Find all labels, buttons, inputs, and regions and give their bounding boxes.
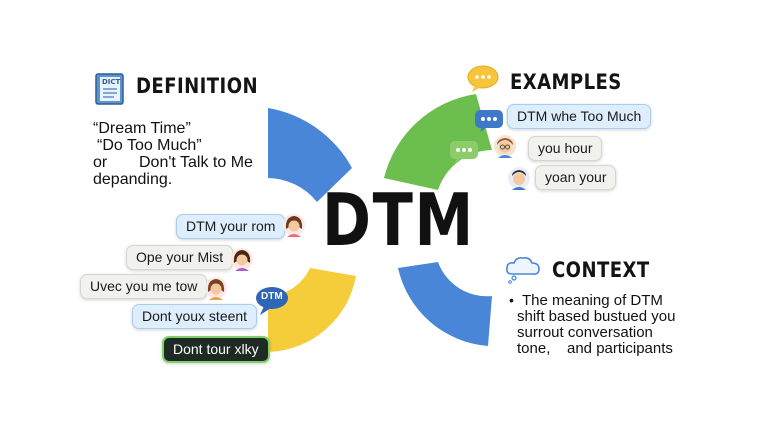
person-avatar-icon — [493, 134, 517, 158]
book-icon-label: DICT — [102, 78, 121, 86]
chat-bubble-4: Dont youx steent — [132, 304, 258, 329]
thought-cloud-icon — [504, 254, 542, 284]
dtm-badge: DTM — [255, 286, 289, 316]
context-line-2: shift based bustued you — [517, 308, 676, 325]
context-arc — [398, 262, 492, 346]
definition-line-4: Don't Talk to Me — [139, 154, 253, 171]
woman-avatar-icon — [230, 247, 254, 271]
chat-bubble-1: DTM your rom — [176, 214, 286, 239]
example-bubble-3: yoan your — [535, 165, 617, 190]
person-avatar-icon — [507, 166, 531, 190]
speech-bubble-icon — [466, 64, 500, 94]
context-line-3: surrout conversation — [517, 324, 653, 341]
context-line-1: The meaning of DTM — [522, 292, 663, 309]
context-bullet: • — [509, 292, 514, 308]
definition-line-1: “Dream Time” — [93, 120, 191, 137]
definition-line-2: “Do Too Much” — [97, 137, 202, 154]
typing-bubble-icon — [474, 109, 504, 133]
center-title: DTM — [322, 178, 475, 262]
chat-bubble-2: Ope your Mist — [126, 245, 234, 270]
dtm-badge-label: DTM — [261, 291, 283, 302]
context-heading: CONTEXT — [552, 258, 650, 282]
examples-arc — [384, 94, 492, 190]
chat-arc — [268, 268, 356, 352]
example-bubble-2: you hour — [528, 136, 603, 161]
definition-arc — [268, 108, 352, 202]
context-line-5: and participants — [567, 340, 673, 357]
woman-avatar-icon — [282, 213, 306, 237]
typing-bubble-icon-green — [449, 140, 479, 164]
definition-line-3: or — [93, 154, 108, 171]
examples-heading: EXAMPLES — [510, 70, 622, 94]
woman-avatar-icon — [204, 276, 228, 300]
chat-bubble-5: Dont tour xlky — [162, 336, 270, 363]
definition-heading: DEFINITION — [136, 74, 259, 98]
example-bubble-1: DTM whe Too Much — [507, 104, 652, 129]
definition-line-5: depanding. — [93, 171, 173, 188]
context-line-4: tone, — [517, 340, 551, 357]
book-icon: DICT — [94, 72, 126, 106]
chat-bubble-3: Uvec you me tow — [80, 274, 208, 299]
